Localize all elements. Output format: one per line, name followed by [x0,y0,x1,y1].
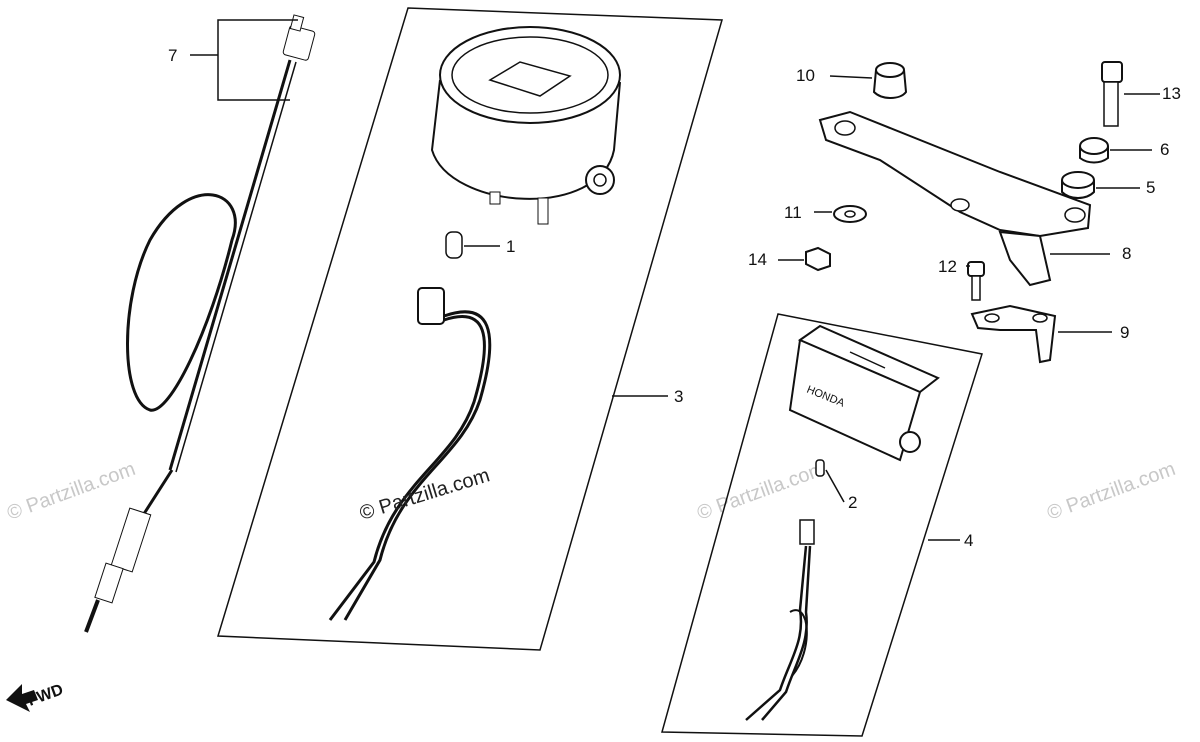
rubber-grommet-lower [1061,171,1095,199]
callout-10: 10 [796,66,815,85]
callout-8: 8 [1122,244,1131,263]
fwd-label: FWD [26,681,66,709]
callout-7: 7 [168,46,177,65]
indicator-housing: HONDA [788,324,940,462]
stay-bracket [970,304,1057,364]
callout-14: 14 [748,250,767,269]
speedometer-assembly-frame [217,7,723,651]
collar [1079,137,1109,164]
callout-11: 11 [784,203,802,222]
watermark-right: © Partzilla.com [1044,458,1178,525]
indicator-wire [745,519,815,721]
callout-2: 2 [848,493,857,512]
watermark-center-right: © Partzilla.com [694,458,828,525]
bulb [445,231,463,259]
callout-4: 4 [964,531,973,550]
callout-1: 1 [506,237,515,256]
speedometer-cable [84,14,316,633]
callout-3: 3 [674,387,683,406]
honda-brand-label: HONDA [805,384,847,410]
speedometer-gauge [430,26,621,225]
washer [833,205,867,223]
screw [967,261,985,301]
callout-9: 9 [1120,323,1129,342]
small-bulb [815,459,825,477]
lamp-socket-wire [328,287,492,621]
callout-7-bracket [190,19,298,101]
callout-12: 12 [938,257,957,276]
meter-bracket [818,110,1092,287]
callout-5: 5 [1146,178,1155,197]
bolt [1101,61,1123,127]
indicator-assembly-frame [661,313,983,737]
nut [805,246,831,272]
callout-13: 13 [1162,84,1181,103]
rubber-grommet-top [872,62,908,99]
watermark-left: © Partzilla.com [4,458,138,525]
fwd-arrow-icon [6,684,38,712]
callout-6: 6 [1160,140,1169,159]
